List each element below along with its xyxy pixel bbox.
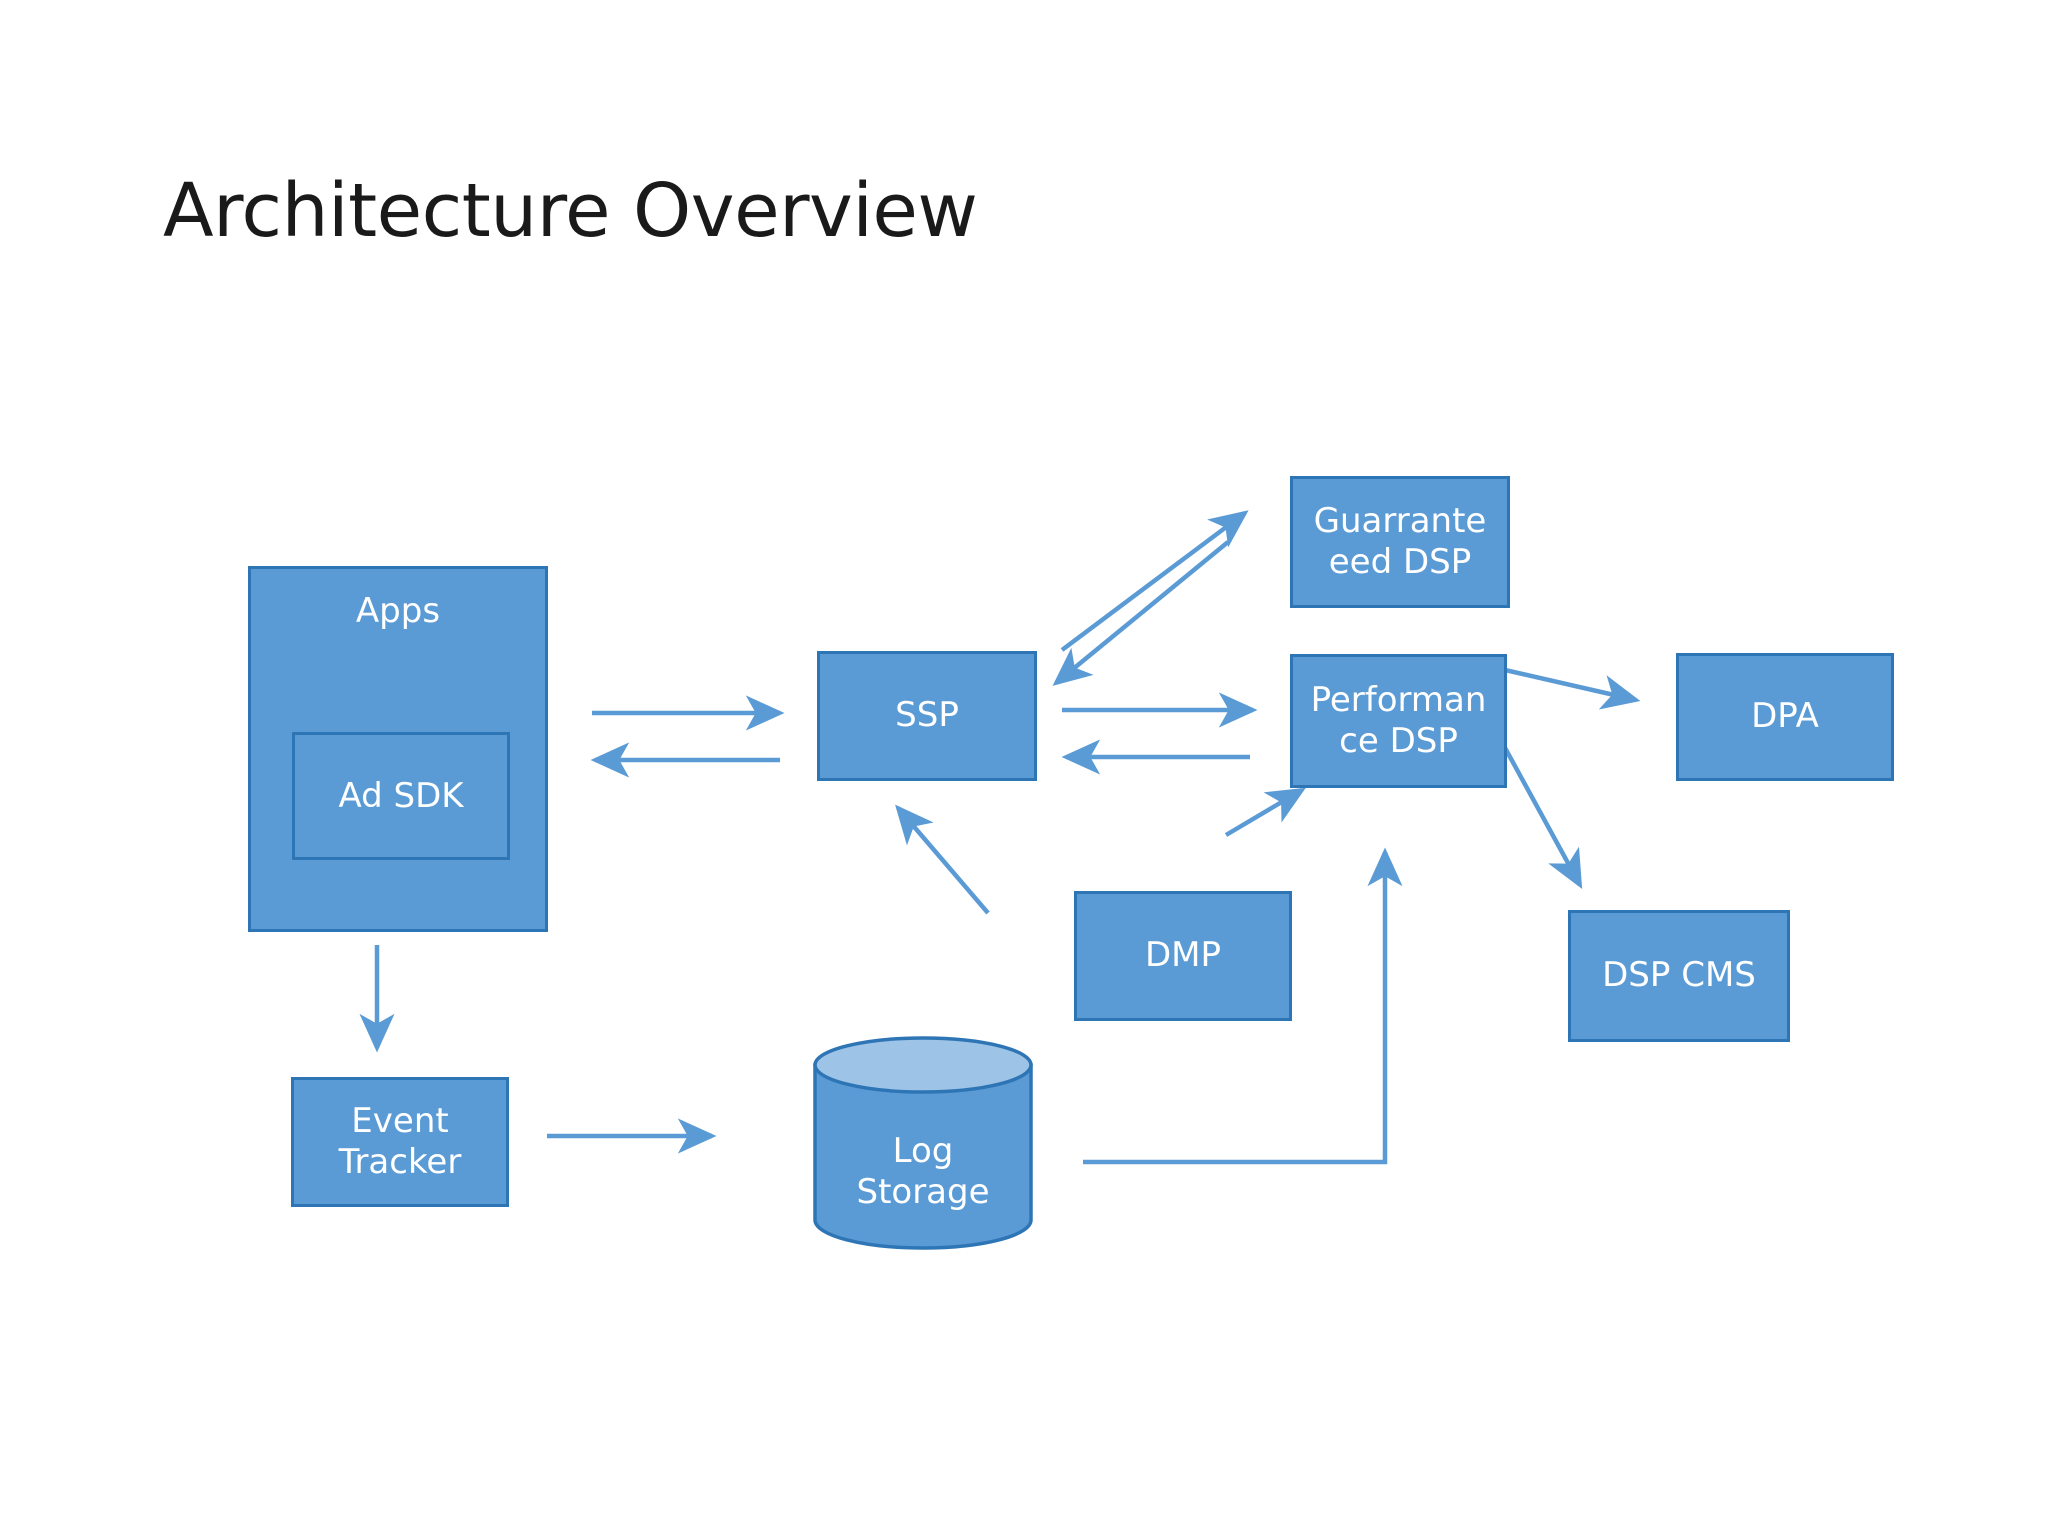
node-dmp[interactable]: DMP (1074, 891, 1292, 1021)
edge-guaranteed-dsp-to-ssp (1052, 540, 1230, 686)
node-dsp-cms-label: DSP CMS (1602, 955, 1756, 996)
node-log-storage-line1: Log (892, 1131, 954, 1171)
node-guaranteed-dsp-line2: eed DSP (1328, 542, 1472, 582)
node-dsp-cms[interactable]: DSP CMS (1568, 910, 1790, 1042)
node-event-tracker[interactable]: Event Tracker (291, 1077, 509, 1207)
node-ad-sdk[interactable]: Ad SDK (292, 732, 510, 860)
node-performance-dsp[interactable]: Performan ce DSP (1290, 654, 1507, 788)
node-guaranteed-dsp[interactable]: Guarrante eed DSP (1290, 476, 1510, 608)
node-guaranteed-dsp-label: Guarrante eed DSP (1314, 501, 1487, 584)
page-title: Architecture Overview (163, 168, 978, 254)
edge-ssp-to-guaranteed-dsp (1060, 510, 1249, 652)
node-performance-dsp-line1: Performan (1310, 679, 1487, 720)
node-event-tracker-line2: Tracker (338, 1142, 462, 1182)
node-dpa[interactable]: DPA (1676, 653, 1894, 781)
node-event-tracker-line1: Event (351, 1100, 449, 1141)
node-performance-dsp-label: Performan ce DSP (1311, 680, 1487, 763)
cylinder-shape (813, 1036, 1033, 1250)
node-event-tracker-label: Event Tracker (339, 1101, 462, 1184)
node-performance-dsp-line2: ce DSP (1339, 721, 1458, 761)
node-dmp-label: DMP (1144, 935, 1222, 976)
edge-log-storage-to-ssp (895, 804, 990, 915)
node-dpa-label: DPA (1751, 696, 1819, 737)
node-guaranteed-dsp-line1: Guarrante (1313, 500, 1487, 541)
node-log-storage[interactable]: Log Storage (812, 1035, 1034, 1250)
node-log-storage-label: Log Storage (812, 1131, 1034, 1214)
edge-performance-dsp-to-dpa (1504, 667, 1641, 710)
node-log-storage-line2: Storage (856, 1172, 990, 1213)
edge-dmp-to-performance-dsp (1224, 787, 1306, 837)
node-apps-label: Apps (355, 591, 441, 631)
node-ad-sdk-label: Ad SDK (338, 776, 464, 816)
node-ssp-label: SSP (895, 695, 959, 736)
node-apps[interactable]: Apps (248, 566, 548, 932)
node-ssp[interactable]: SSP (817, 651, 1037, 781)
edge-performance-dsp-to-dsp-cms (1496, 733, 1583, 889)
